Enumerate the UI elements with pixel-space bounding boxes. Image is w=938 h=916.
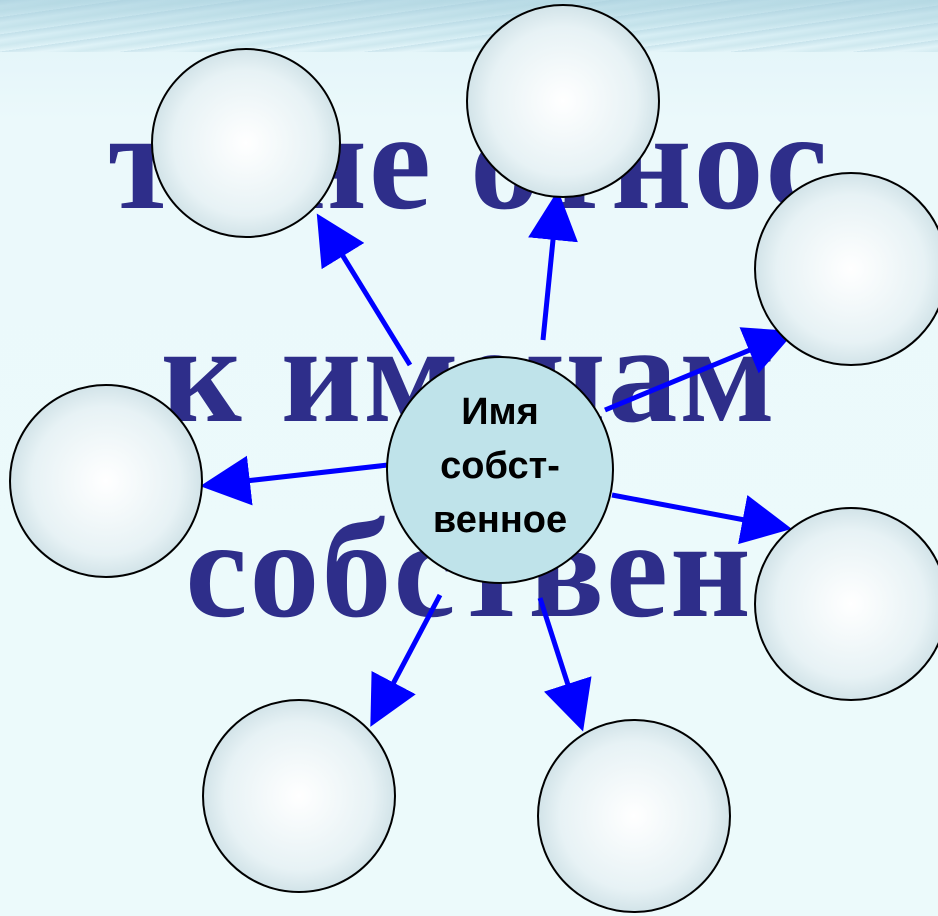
empty-node-top-left xyxy=(151,48,341,238)
center-node-label: Имя собст- венное xyxy=(387,385,613,547)
empty-node-right xyxy=(754,507,938,701)
water-header-strip xyxy=(0,0,938,52)
empty-node-left xyxy=(9,384,203,578)
arrow-to-bottom-left xyxy=(370,593,443,727)
arrow-to-bottom-right xyxy=(537,597,592,732)
empty-node-bottom-right xyxy=(537,719,731,913)
empty-node-top-right xyxy=(754,172,938,366)
arrow-to-top-right xyxy=(604,327,796,413)
arrow-to-top xyxy=(528,190,578,341)
empty-node-bottom-left xyxy=(202,699,396,893)
arrow-to-top-left xyxy=(316,213,413,367)
center-node xyxy=(386,356,614,584)
empty-node-top xyxy=(466,4,660,198)
center-label-line-2: собст- xyxy=(440,445,560,487)
arrow-to-right xyxy=(611,492,792,545)
center-label-line-1: Имя xyxy=(461,391,539,433)
center-label-line-3: венное xyxy=(432,499,568,541)
arrow-to-left xyxy=(200,455,389,506)
